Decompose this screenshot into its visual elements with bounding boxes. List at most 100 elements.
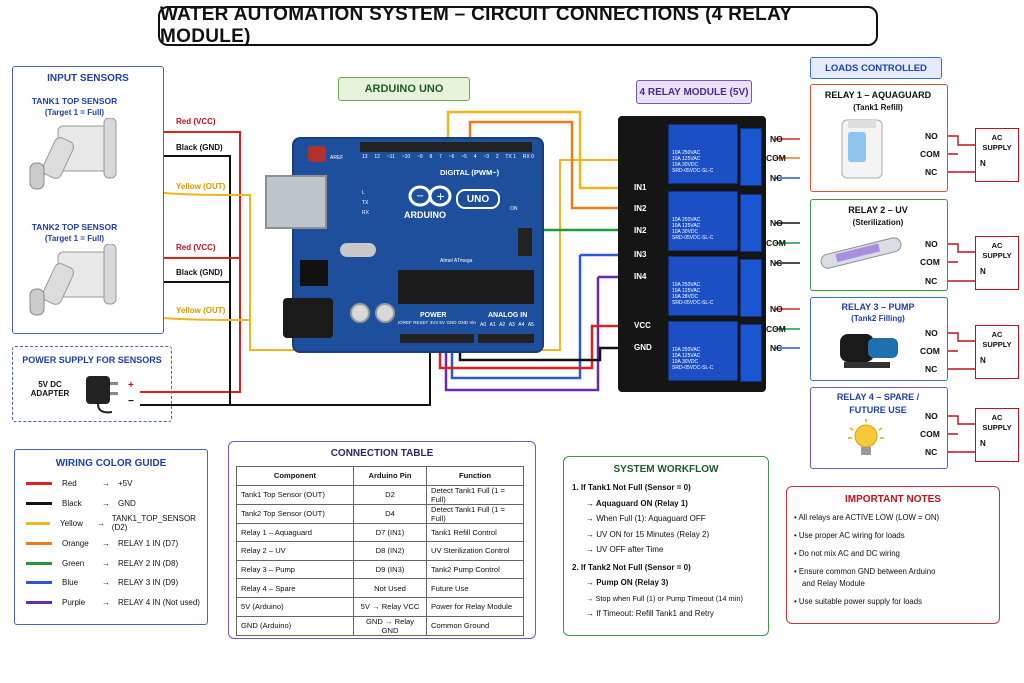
relay-in4-label: IN4	[634, 272, 647, 281]
neutral-label: N	[980, 439, 986, 448]
table-cell: 5V → Relay VCC	[353, 596, 427, 617]
workflow-step: 1. If Tank1 Not Full (Sensor = 0)	[572, 483, 691, 492]
tank1-subtitle: (Target 1 = Full)	[44, 108, 105, 117]
guide-row-purple: Purple→RELAY 4 IN (Not used)	[26, 593, 206, 613]
relay-rating: 10A 250VAC	[672, 282, 701, 288]
table-cell: Tank2 Top Sensor (OUT)	[236, 503, 354, 524]
led-label: RX	[362, 210, 369, 216]
led-label: TX	[362, 200, 369, 206]
pin-label: RX 0	[522, 154, 534, 160]
table-cell: GND → Relay GND	[353, 615, 427, 636]
guide-target: RELAY 3 IN (D9)	[118, 578, 179, 588]
connection-table: Component Arduino Pin Function Tank1 Top…	[236, 466, 524, 636]
ac-supply-label: SUPPLY	[982, 143, 1012, 152]
terminal-block-4	[740, 324, 762, 382]
note-item: All relays are ACTIVE LOW (LOW = ON)	[798, 513, 940, 522]
guide-row-blue: Blue→RELAY 3 IN (D9)	[26, 573, 206, 593]
load-3-nc: NC	[925, 364, 938, 374]
load-4-title: RELAY 4 – SPARE /	[836, 392, 920, 402]
terminal-block-1	[740, 128, 762, 186]
neutral-label: N	[980, 356, 986, 365]
connection-table-header: CONNECTION TABLE	[330, 448, 434, 459]
uv-sterilizer-icon	[820, 237, 902, 269]
guide-target: +5V	[118, 479, 133, 489]
relay-rating: 10A 125VAC	[672, 288, 701, 294]
load-1-com: COM	[920, 149, 940, 159]
pin-label: ~5	[461, 154, 467, 160]
relay-rating: 10A 250VAC	[672, 150, 701, 156]
workflow-step: 2. If Tank2 Not Full (Sensor = 0)	[572, 562, 691, 572]
power-header	[400, 334, 474, 343]
orange-wire	[468, 120, 622, 210]
table-cell: Not Used	[353, 578, 427, 598]
pump-icon	[840, 334, 898, 368]
relay-rating: 10A 125VAC	[672, 353, 701, 359]
wiring-guide-panel	[14, 449, 208, 625]
r3-com: COM	[766, 324, 786, 334]
black-line-swatch	[26, 502, 52, 506]
relay-rating: 10A 28VDC	[672, 294, 699, 300]
digital-header	[360, 142, 532, 152]
tank1-title: TANK1 TOP SENSOR	[31, 96, 118, 106]
gnd-wire	[458, 345, 622, 362]
pin-label: 7	[439, 154, 442, 160]
table-cell: Future Use	[426, 578, 524, 598]
pin-label: A5	[527, 322, 534, 328]
terminal-block-2	[740, 194, 762, 252]
tank2-wire-black-label: Black (GND)	[176, 268, 223, 277]
relay-model: SRD-05VDC-SL-C	[672, 365, 714, 371]
pin-label: 3V3	[429, 320, 438, 325]
arrow-icon: →	[102, 538, 110, 548]
r3-no: NO	[770, 304, 783, 314]
red-line-swatch	[26, 482, 52, 486]
load-1-nc: NC	[925, 167, 938, 177]
arduino-board	[292, 137, 544, 353]
load-1-no: NO	[925, 131, 938, 141]
arduino-logo-icon: − +	[408, 185, 452, 207]
arduino-brand: ARDUINO	[404, 210, 446, 220]
load-1-title: RELAY 1 – AQUAGUARD	[824, 90, 932, 100]
table-cell: Relay 3 – Pump	[236, 559, 354, 580]
relay-in3-label: IN2	[634, 226, 647, 235]
digital-label: DIGITAL (PWM~)	[440, 168, 500, 177]
green-line-swatch	[26, 561, 52, 565]
orange-line-swatch	[26, 541, 52, 545]
reset-button[interactable]	[308, 146, 326, 162]
adapter-minus: −	[128, 396, 134, 407]
wiring-guide-header: WIRING COLOR GUIDE	[55, 458, 167, 469]
wiring-guide-list: Red→+5V Black→GND Yellow→TANK1_TOP_SENSO…	[26, 474, 206, 613]
ac-supply-label: SUPPLY	[982, 423, 1012, 432]
ac-supply-label: AC	[991, 413, 1003, 422]
workflow-step: → Pump ON (Relay 3)	[586, 578, 669, 587]
load-2-subtitle: (Sterilization)	[852, 218, 904, 227]
column-header: Arduino Pin	[353, 466, 427, 486]
table-cell: Tank1 Top Sensor (OUT)	[236, 484, 354, 505]
dc-adapter-icon	[86, 376, 118, 414]
power-supply-header: POWER SUPPLY FOR SENSORS	[22, 355, 162, 365]
blue-wire	[450, 253, 622, 380]
pin-label: 13	[362, 154, 368, 160]
terminal-block-3	[740, 259, 762, 317]
load-2-no: NO	[925, 239, 938, 249]
relay-module-badge: 4 RELAY MODULE (5V)	[636, 80, 752, 104]
load-2-com: COM	[920, 257, 940, 267]
pin-label: TX 1	[505, 154, 516, 160]
note-item: Ensure common GND between Arduino	[798, 567, 936, 576]
table-cell: Tank2 Pump Control	[426, 559, 524, 580]
analog-header	[478, 334, 534, 343]
neutral-label: N	[980, 159, 986, 168]
r2-nc: NC	[770, 258, 783, 268]
load-4-com: COM	[920, 429, 940, 439]
tank2-wire-red-label: Red (VCC)	[176, 243, 216, 252]
load-4-nc: NC	[925, 447, 938, 457]
arrow-icon: →	[102, 479, 110, 489]
guide-target: TANK1_TOP_SENSOR (D2)	[111, 514, 196, 533]
relay-vcc-label: VCC	[634, 321, 651, 330]
led-label: L	[362, 190, 365, 196]
pin-label: A1	[489, 322, 496, 328]
